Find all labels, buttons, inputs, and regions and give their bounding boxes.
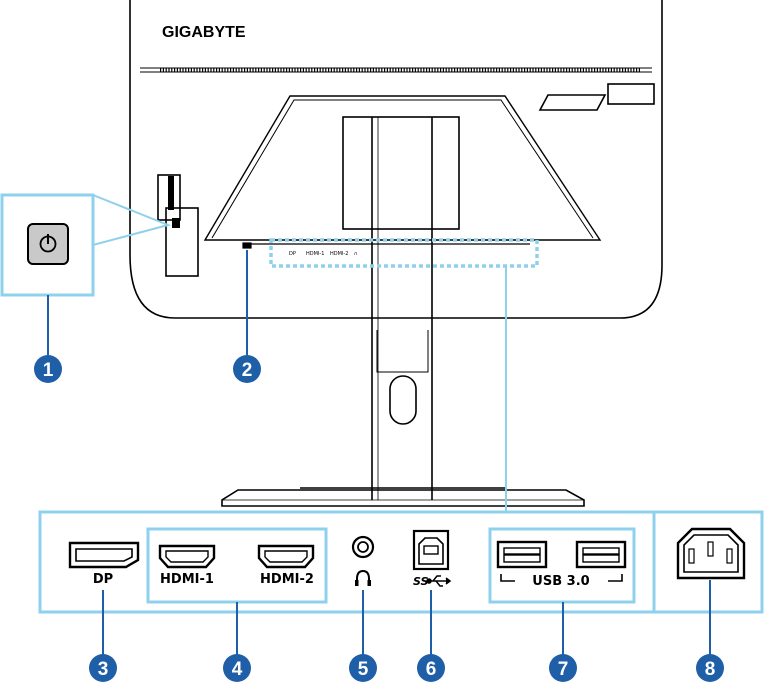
usb-group-frame: [488, 527, 636, 604]
ac-inlet-port: [676, 527, 746, 580]
displayport-icon: [68, 541, 140, 569]
headphone-icon: [356, 569, 370, 585]
badge-2: 2: [233, 355, 261, 383]
usb-a-icon: [575, 540, 627, 569]
headphone-jack-icon: [351, 535, 375, 559]
badge-1-number: 1: [43, 360, 54, 381]
brand-logo: GIGABYTE: [162, 24, 246, 41]
number-badges: 1 2 3 4 5 6 7 8: [34, 355, 724, 682]
badge-6-number: 6: [426, 659, 437, 680]
port-label-hdmi1: HDMI-1: [160, 572, 214, 587]
usb-b-upstream-icon: [412, 529, 450, 571]
port-panel: DP HDMI-1 HDMI-2 SS: [38, 510, 764, 614]
badge-4: 4: [223, 654, 251, 682]
port-panel-frame: [38, 510, 764, 614]
badge-1: 1: [34, 355, 62, 383]
badge-8: 8: [696, 654, 724, 682]
io-strip: [242, 242, 530, 249]
badge-7-number: 7: [558, 659, 569, 680]
badge-3: 3: [89, 654, 117, 682]
usb-a-port-1: [496, 540, 548, 569]
badge-3-number: 3: [98, 659, 109, 680]
usb-a-icon: [496, 540, 548, 569]
port-label-usb: USB 3.0: [532, 574, 589, 589]
leader-lines: [102, 580, 711, 655]
badge-2-number: 2: [242, 360, 253, 381]
monitor-stand: [221, 117, 585, 507]
usb-trident-icon: [426, 575, 452, 587]
ac-power-inlet-icon: [676, 527, 746, 580]
badge-7: 7: [549, 654, 577, 682]
power-key-small: [172, 218, 180, 228]
panel-headphone-glyph: ∩: [354, 251, 358, 257]
hdmi-icon: [158, 544, 216, 569]
badge-8-number: 8: [705, 659, 716, 680]
side-key-strip: [168, 176, 174, 210]
panel-port-labels: DP HDMI-1 HDMI-2 ∩: [289, 251, 358, 257]
dp-port: DP: [68, 541, 140, 587]
io-highlight: [269, 238, 539, 268]
headphone-port: [351, 535, 375, 586]
port-label-dp: DP: [93, 572, 113, 587]
hdmi-icon: [257, 544, 315, 569]
usb-label-bracket: [500, 574, 623, 582]
hdmi-1-port: HDMI-1: [158, 544, 216, 587]
panel-label-hdmi1: HDMI-1: [306, 251, 324, 257]
usb-b-port: SS: [412, 529, 452, 588]
badge-6: 6: [417, 654, 445, 682]
usb-a-port-2: [575, 540, 627, 569]
port-label-ss: SS: [413, 575, 429, 588]
power-callout: [0, 193, 172, 355]
badge-5: 5: [349, 654, 377, 682]
panel-label-dp: DP: [289, 251, 296, 257]
panel-label-hdmi2: HDMI-2: [330, 251, 348, 257]
hdmi-group-frame: [146, 527, 328, 604]
badge-5-number: 5: [358, 659, 369, 680]
monitor-rear-body: [129, 0, 663, 319]
port-label-hdmi2: HDMI-2: [260, 572, 314, 587]
badge-4-number: 4: [232, 659, 243, 680]
hdmi-2-port: HDMI-2: [257, 544, 315, 587]
